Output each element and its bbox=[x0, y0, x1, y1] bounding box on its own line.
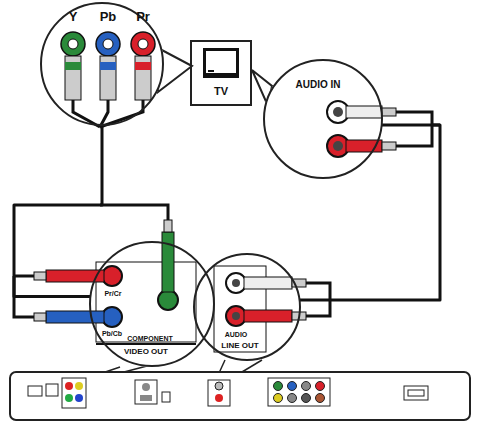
plug-pb bbox=[96, 32, 120, 100]
jack-label: Pr bbox=[136, 10, 150, 23]
jack-label: Pr/Cr bbox=[104, 290, 121, 297]
line-out-jacks bbox=[214, 266, 330, 352]
jack-label: LINE OUT bbox=[221, 342, 258, 350]
tv-box: TV bbox=[190, 40, 252, 106]
jack-label: Pb/Cb bbox=[102, 330, 122, 337]
audio-in-jacks bbox=[327, 101, 440, 157]
jack-label: AUDIO bbox=[225, 331, 248, 338]
jack-label: COMPONENT bbox=[127, 335, 173, 342]
jack-label: Pb bbox=[100, 10, 117, 23]
jack-label: AUDIO IN bbox=[296, 80, 341, 90]
video-out-callout: Pr/CrPb/CbCOMPONENT VIDEO OUT bbox=[89, 241, 215, 367]
jack-label: TV bbox=[214, 86, 228, 97]
tv-screen bbox=[203, 48, 239, 78]
av-cable bbox=[299, 125, 440, 300]
player-body bbox=[10, 372, 470, 420]
plug-y bbox=[61, 32, 85, 100]
plug-pr bbox=[131, 32, 155, 100]
plug-callout: Y Pb Pr bbox=[40, 2, 164, 126]
line-out-callout: AUDIO LINE OUT bbox=[193, 253, 301, 361]
jack-label: Y bbox=[69, 10, 78, 23]
jack-label: VIDEO OUT bbox=[124, 348, 168, 356]
audio-in-callout: AUDIO IN bbox=[263, 59, 383, 179]
video-out-jacks bbox=[14, 205, 196, 344]
